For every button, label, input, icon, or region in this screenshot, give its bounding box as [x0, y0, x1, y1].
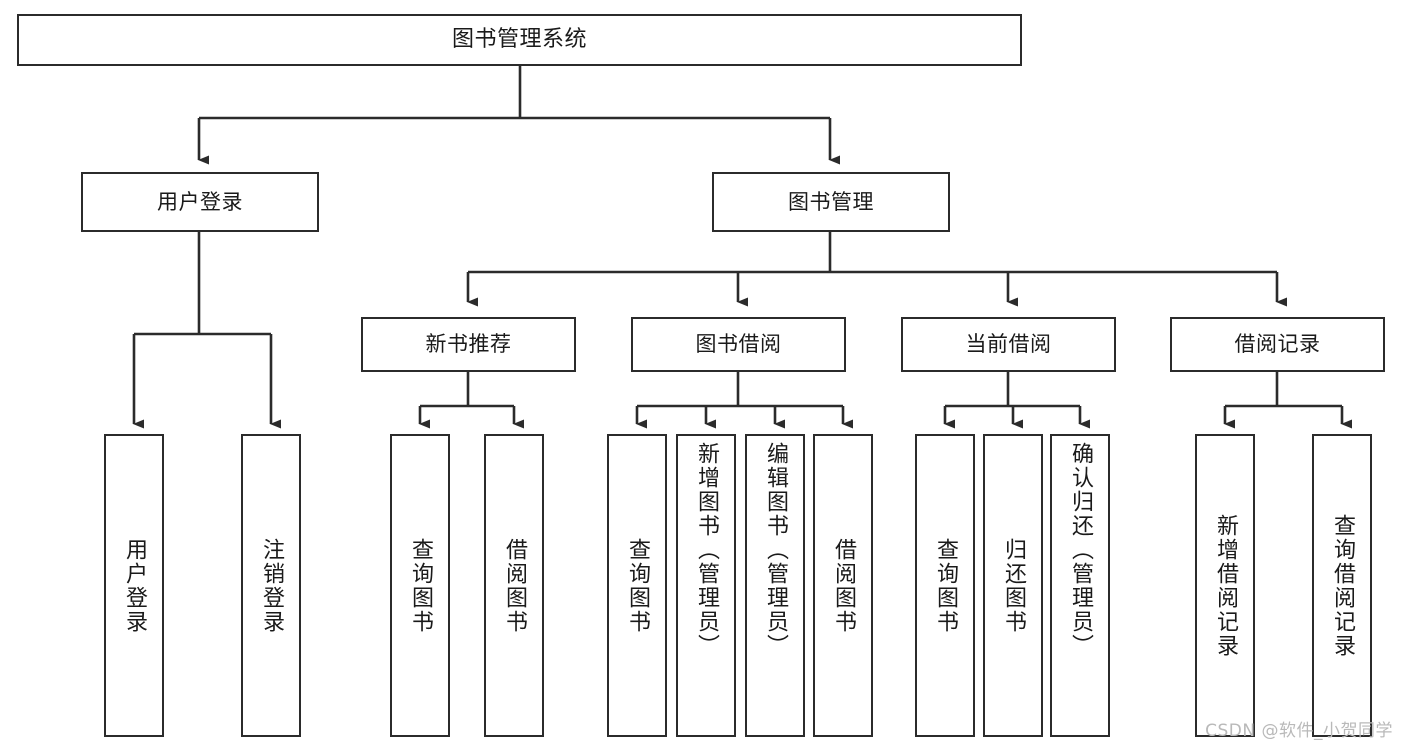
leaf-confirm-return-admin[interactable]: 确认归还（管理员） [1050, 434, 1110, 737]
node-label: 图书管理系统 [451, 27, 587, 53]
node-label: 查询图书 [408, 537, 433, 634]
node-borrow-record[interactable]: 借阅记录 [1170, 317, 1385, 372]
leaf-add-borrow-record[interactable]: 新增借阅记录 [1195, 434, 1255, 737]
node-label: 图书借阅 [695, 332, 782, 357]
node-book-borrow[interactable]: 图书借阅 [631, 317, 846, 372]
node-label: 确认归还（管理员） [1068, 442, 1093, 658]
node-label: 查询借阅记录 [1330, 513, 1355, 658]
leaf-query-borrow-record[interactable]: 查询借阅记录 [1312, 434, 1372, 737]
leaf-user-logout[interactable]: 注销登录 [241, 434, 301, 737]
node-label: 查询图书 [625, 537, 650, 634]
node-book-management[interactable]: 图书管理 [712, 172, 950, 232]
leaf-add-book-admin[interactable]: 新增图书（管理员） [676, 434, 736, 737]
leaf-query-book-recommend[interactable]: 查询图书 [390, 434, 450, 737]
node-label: 编辑图书（管理员） [763, 442, 788, 658]
node-root-book-management-system[interactable]: 图书管理系统 [17, 14, 1022, 66]
node-label: 图书管理 [788, 189, 874, 214]
leaf-query-book-current[interactable]: 查询图书 [915, 434, 975, 737]
node-label: 借阅图书 [831, 537, 856, 634]
node-current-borrow[interactable]: 当前借阅 [901, 317, 1116, 372]
leaf-borrow-book-recommend[interactable]: 借阅图书 [484, 434, 544, 737]
node-label: 用户登录 [122, 537, 147, 634]
node-label: 归还图书 [1001, 537, 1026, 634]
leaf-query-book-borrow[interactable]: 查询图书 [607, 434, 667, 737]
leaf-edit-book-admin[interactable]: 编辑图书（管理员） [745, 434, 805, 737]
leaf-borrow-book[interactable]: 借阅图书 [813, 434, 873, 737]
csdn-watermark: CSDN @软件_小贺同学 [1205, 721, 1393, 741]
node-label: 借阅图书 [502, 537, 527, 634]
node-label: 用户登录 [157, 189, 243, 214]
node-label: 新书推荐 [425, 332, 512, 357]
leaf-user-login[interactable]: 用户登录 [104, 434, 164, 737]
node-label: 借阅记录 [1234, 332, 1321, 357]
node-label: 当前借阅 [965, 332, 1052, 357]
node-label: 新增借阅记录 [1213, 513, 1238, 658]
node-label: 查询图书 [933, 537, 958, 634]
node-label: 新增图书（管理员） [694, 442, 719, 658]
leaf-return-book[interactable]: 归还图书 [983, 434, 1043, 737]
node-user-login[interactable]: 用户登录 [81, 172, 319, 232]
node-new-book-recommend[interactable]: 新书推荐 [361, 317, 576, 372]
node-label: 注销登录 [259, 537, 284, 634]
